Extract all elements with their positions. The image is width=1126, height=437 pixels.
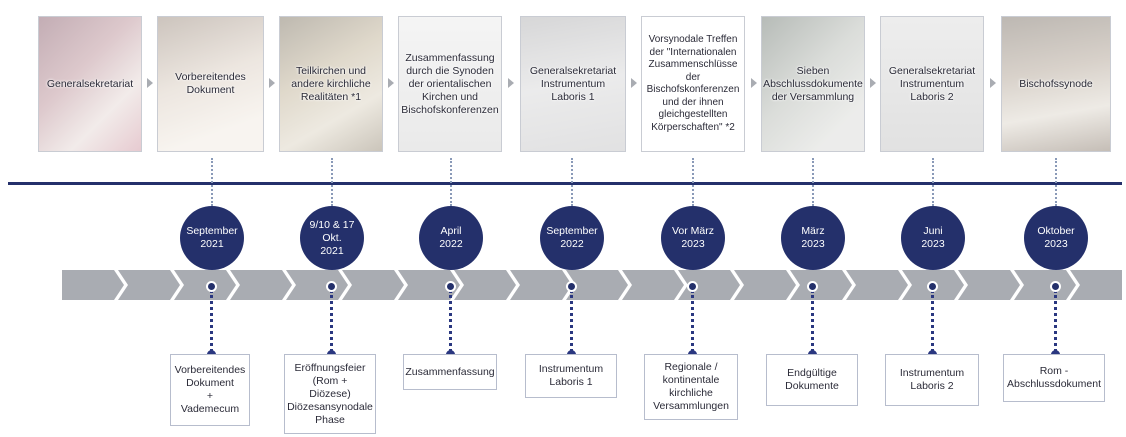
chevron-right-icon xyxy=(751,78,757,88)
stage-card-instrumentum-laboris-2: Generalsekretariat Instrumentum Laboris … xyxy=(880,16,984,152)
date-label: Oktober 2023 xyxy=(1037,225,1075,250)
date-circle: Juni 2023 xyxy=(901,206,965,270)
chevron-right-icon xyxy=(269,78,275,88)
stage-label: Generalsekretariat Instrumentum Laboris … xyxy=(888,64,976,103)
chevron-right-icon xyxy=(990,78,996,88)
connector-line xyxy=(932,158,934,206)
connector-line xyxy=(812,158,814,206)
date-circle: Oktober 2023 xyxy=(1024,206,1088,270)
chevron-right-icon xyxy=(388,78,394,88)
timeline-pin xyxy=(807,281,818,292)
date-label: März 2023 xyxy=(801,225,825,250)
stage-label: Vorbereitendes Dokument xyxy=(175,71,246,96)
output-label: Instrumentum Laboris 2 xyxy=(899,367,965,392)
timeline-pin xyxy=(206,281,217,292)
stage-label: Generalsekretariat Instrumentum Laboris … xyxy=(529,64,617,103)
output-box: Zusammenfassung xyxy=(403,354,497,390)
connector-line xyxy=(330,290,333,352)
connector-line xyxy=(931,290,934,352)
connector-line xyxy=(570,290,573,352)
date-circle: März 2023 xyxy=(781,206,845,270)
divider-line xyxy=(8,182,1122,185)
output-label: Eröffnungsfeier (Rom + Diözese) Diözesan… xyxy=(287,361,373,426)
stage-card-vorbereitendes-dokument: Vorbereitendes Dokument xyxy=(157,16,264,152)
output-label: Zusammenfassung xyxy=(405,365,495,378)
chevron-right-icon xyxy=(508,78,514,88)
timeline-pin xyxy=(687,281,698,292)
connector-line xyxy=(449,290,452,352)
date-circle: April 2022 xyxy=(419,206,483,270)
stage-card-zusammenfassung: Zusammenfassung durch die Synoden der or… xyxy=(398,16,502,152)
stage-label: Teilkirchen und andere kirchliche Realit… xyxy=(291,64,371,103)
output-label: Regionale / kontinentale kirchliche Vers… xyxy=(653,361,729,412)
output-label: Instrumentum Laboris 1 xyxy=(538,363,604,388)
connector-line xyxy=(692,158,694,206)
connector-line xyxy=(1054,290,1057,352)
stage-label: Vorsynodale Treffen der "Internationalen… xyxy=(646,34,740,133)
stage-card-generalsekretariat: Generalsekretariat xyxy=(38,16,142,152)
timeline-pin xyxy=(566,281,577,292)
output-box: Eröffnungsfeier (Rom + Diözese) Diözesan… xyxy=(284,354,376,434)
date-label: Juni 2023 xyxy=(921,225,945,250)
stage-label: Zusammenfassung durch die Synoden der or… xyxy=(401,51,499,116)
timeline-pin xyxy=(927,281,938,292)
connector-line xyxy=(210,290,213,352)
date-label: September 2022 xyxy=(546,225,598,250)
output-box: Endgültige Dokumente xyxy=(766,354,858,406)
date-circle: September 2021 xyxy=(180,206,244,270)
output-box: Rom - Abschlussdokument xyxy=(1003,354,1105,402)
date-label: September 2021 xyxy=(186,225,238,250)
connector-line xyxy=(331,158,333,206)
output-label: Endgültige Dokumente xyxy=(785,367,839,392)
stage-label: Generalsekretariat xyxy=(46,77,134,90)
date-label: Vor März 2023 xyxy=(671,225,714,250)
date-circle: Vor März 2023 xyxy=(661,206,725,270)
stage-card-bischofssynode: Bischofssynode xyxy=(1001,16,1111,152)
date-label: April 2022 xyxy=(439,225,463,250)
date-label: 9/10 & 17 Okt. 2021 xyxy=(309,218,355,257)
chevron-right-icon xyxy=(631,78,637,88)
output-box: Regionale / kontinentale kirchliche Vers… xyxy=(644,354,738,420)
connector-line xyxy=(691,290,694,352)
chevron-right-icon xyxy=(147,78,153,88)
timeline-pin xyxy=(326,281,337,292)
stage-card-teilkirchen: Teilkirchen und andere kirchliche Realit… xyxy=(279,16,383,152)
stage-label: Bischofssynode xyxy=(1019,77,1093,90)
stage-card-abschlussdokumente: Sieben Abschlussdokumente der Versammlun… xyxy=(761,16,865,152)
output-box: Instrumentum Laboris 1 xyxy=(525,354,617,398)
timeline-pin xyxy=(445,281,456,292)
date-circle: 9/10 & 17 Okt. 2021 xyxy=(300,206,364,270)
connector-line xyxy=(1055,158,1057,206)
connector-line xyxy=(811,290,814,352)
connector-line xyxy=(571,158,573,206)
stage-card-vorsynodale-treffen: Vorsynodale Treffen der "Internationalen… xyxy=(641,16,745,152)
connector-line xyxy=(211,158,213,206)
timeline-pin xyxy=(1050,281,1061,292)
output-label: Vorbereitendes Dokument + Vademecum xyxy=(174,364,246,415)
timeline-chevron-band xyxy=(62,270,1122,300)
chevron-right-icon xyxy=(870,78,876,88)
output-box: Instrumentum Laboris 2 xyxy=(885,354,979,406)
stage-card-instrumentum-laboris-1: Generalsekretariat Instrumentum Laboris … xyxy=(520,16,626,152)
stage-label: Sieben Abschlussdokumente der Versammlun… xyxy=(763,64,863,103)
output-label: Rom - Abschlussdokument xyxy=(1007,365,1101,390)
connector-line xyxy=(450,158,452,206)
output-box: Vorbereitendes Dokument + Vademecum xyxy=(170,354,250,426)
date-circle: September 2022 xyxy=(540,206,604,270)
